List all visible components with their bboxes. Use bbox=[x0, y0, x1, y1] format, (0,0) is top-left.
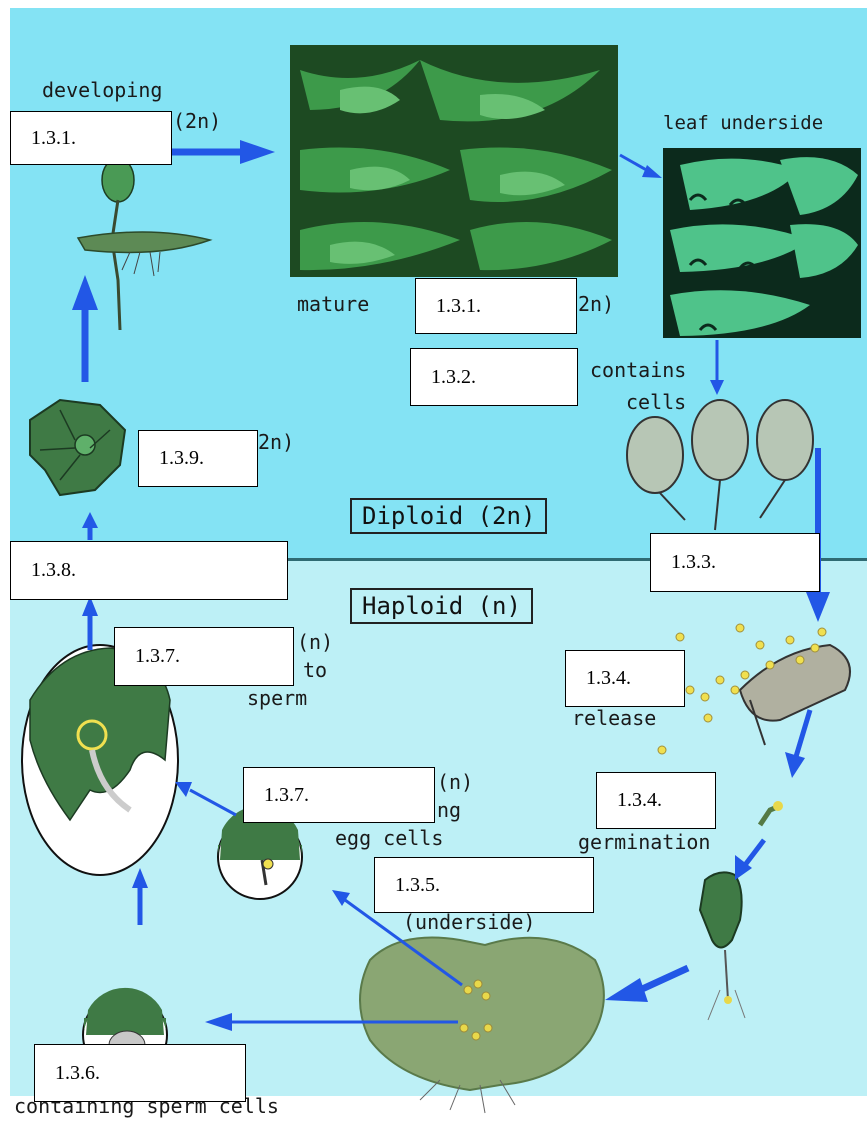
leaf-underside-photo bbox=[663, 148, 861, 338]
diploid-label: Diploid (2n) bbox=[350, 498, 547, 534]
developing-gametophyte-drawing bbox=[700, 872, 745, 1020]
label-mature: mature bbox=[297, 294, 369, 314]
mature-sporophyte-photo bbox=[290, 45, 618, 277]
label-cells: cells bbox=[626, 392, 686, 412]
label-egg-ng: ng bbox=[437, 800, 461, 820]
label-sperm: sperm bbox=[247, 688, 307, 708]
answer-box-10[interactable]: 1.3.4. bbox=[596, 772, 716, 829]
answer-box-9[interactable]: 1.3.7. bbox=[243, 767, 435, 823]
label-sperm-to: to bbox=[303, 660, 327, 680]
sporangia-drawing bbox=[627, 400, 813, 530]
label-developing: developing bbox=[42, 80, 162, 100]
answer-box-1[interactable]: 1.3.1. bbox=[10, 111, 172, 165]
answer-box-7[interactable]: 1.3.7. bbox=[114, 627, 294, 686]
answer-box-8[interactable]: 1.3.4. bbox=[565, 650, 685, 707]
label-underside: (underside) bbox=[403, 912, 535, 932]
answer-box-12[interactable]: 1.3.6. bbox=[34, 1044, 246, 1102]
label-egg-cells: egg cells bbox=[335, 828, 443, 848]
germinating-spore-drawing bbox=[760, 801, 783, 825]
answer-box-11[interactable]: 1.3.5. bbox=[374, 857, 594, 913]
answer-box-2[interactable]: 1.3.1. bbox=[415, 278, 577, 334]
mature-gametophyte-drawing bbox=[360, 938, 604, 1114]
answer-box-6[interactable]: 1.3.3. bbox=[650, 533, 820, 592]
answer-box-4[interactable]: 1.3.9. bbox=[138, 430, 258, 487]
spore-release-drawing bbox=[658, 624, 850, 754]
answer-box-5[interactable]: 1.3.8. bbox=[10, 541, 288, 600]
label-release: release bbox=[572, 708, 656, 728]
label-germination: germination bbox=[578, 832, 710, 852]
label-gametophyte-2n: 2n) bbox=[258, 432, 294, 452]
label-mature-2n: 2n) bbox=[578, 294, 614, 314]
label-egg-n: (n) bbox=[437, 772, 473, 792]
answer-box-3[interactable]: 1.3.2. bbox=[410, 348, 578, 406]
label-contains: contains bbox=[590, 360, 686, 380]
label-sperm-n: (n) bbox=[297, 632, 333, 652]
label-leaf-underside: leaf underside bbox=[663, 114, 823, 133]
young-gametophyte-drawing bbox=[30, 400, 125, 495]
label-developing-2n: (2n) bbox=[173, 111, 221, 131]
haploid-label: Haploid (n) bbox=[350, 588, 533, 624]
developing-sporophyte-drawing bbox=[78, 158, 210, 330]
